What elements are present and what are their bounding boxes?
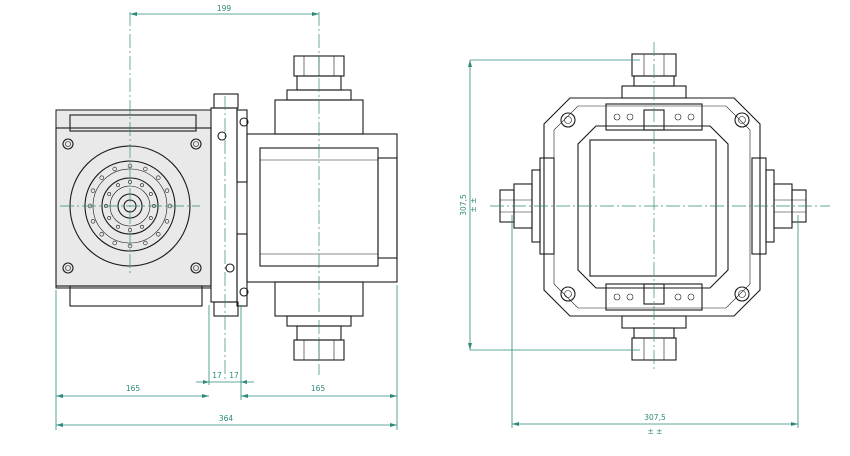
disc-bolt-hole — [156, 232, 161, 237]
dim-text-165-right: 165 — [311, 384, 326, 393]
disc-bolt-hole — [148, 216, 153, 220]
adapter-upper-block — [236, 109, 248, 183]
disc-bolt-hole — [99, 232, 104, 237]
side-corner-bolts — [560, 112, 750, 302]
side-frame — [543, 97, 761, 317]
plate-holes — [613, 113, 695, 301]
front-view: 199 165 17 17 165 — [55, 4, 398, 430]
dim-text-height-tol: ± ± — [469, 198, 478, 213]
disc-bolt-hole — [148, 192, 153, 196]
dim-text-width: 307,5 — [644, 413, 666, 422]
disc-bolt-hole — [112, 166, 117, 172]
dim-text-width-tol: ± ± — [648, 427, 663, 436]
front-housing — [55, 109, 212, 289]
dim-text-364: 364 — [219, 414, 234, 423]
disc-bolt-hole — [107, 192, 112, 196]
dimension-307-5-width: 307,5 ± ± — [511, 215, 799, 436]
disc-bolt-hole — [140, 224, 144, 229]
plate-hole — [613, 113, 621, 121]
disc-bolt-hole — [116, 183, 120, 188]
adapter-top-studs — [213, 93, 239, 109]
dimension-165-right: 165 — [241, 384, 397, 398]
adapter-bottom-studs — [213, 301, 239, 317]
disc-bolt-hole — [156, 175, 161, 180]
corner-bolts — [62, 138, 202, 274]
gearbox-body — [246, 133, 398, 283]
disc-bolt-hole — [99, 175, 104, 180]
plate-hole — [674, 293, 682, 301]
dimension-17-pair: 17 17 — [196, 371, 254, 384]
plate-hole — [613, 293, 621, 301]
dim-text-height: 307,5 — [459, 194, 468, 216]
dimension-364: 364 — [56, 414, 397, 427]
dimension-307-5-height: 307,5 ± ± — [459, 59, 640, 351]
disc-bolt-hole — [107, 216, 112, 220]
dim-text-165-left: 165 — [126, 384, 141, 393]
disc-bolt-hole — [143, 166, 148, 172]
plate-hole — [626, 293, 634, 301]
adapter-plate — [210, 107, 238, 303]
side-view: 307,5 ± ± 307,5 ± ± — [459, 42, 830, 436]
plate-hole — [687, 113, 695, 121]
disc-bolt-hole — [164, 219, 170, 224]
dimension-199: 199 — [130, 4, 319, 16]
disc-bolt-hole — [143, 240, 148, 246]
disc-bolt-hole — [112, 240, 117, 246]
housing-bottom-flange — [69, 285, 203, 307]
dim-text-17-b: 17 — [229, 371, 239, 380]
plate-hole — [687, 293, 695, 301]
plate-hole — [674, 113, 682, 121]
disc-bolt-hole — [90, 188, 96, 193]
plate-hole — [626, 113, 634, 121]
housing-top-flange — [69, 114, 197, 132]
dim-text-199: 199 — [217, 4, 232, 13]
gearbox-cap — [377, 157, 398, 259]
dim-text-17-a: 17 — [212, 371, 222, 380]
dimension-165-left: 165 — [56, 384, 209, 398]
disc-bolt-hole — [90, 219, 96, 224]
disc-bolt-hole — [140, 183, 144, 188]
disc-bolt-hole — [164, 188, 170, 193]
side-inner-body — [577, 125, 729, 289]
disc-bolt-hole — [116, 224, 120, 229]
